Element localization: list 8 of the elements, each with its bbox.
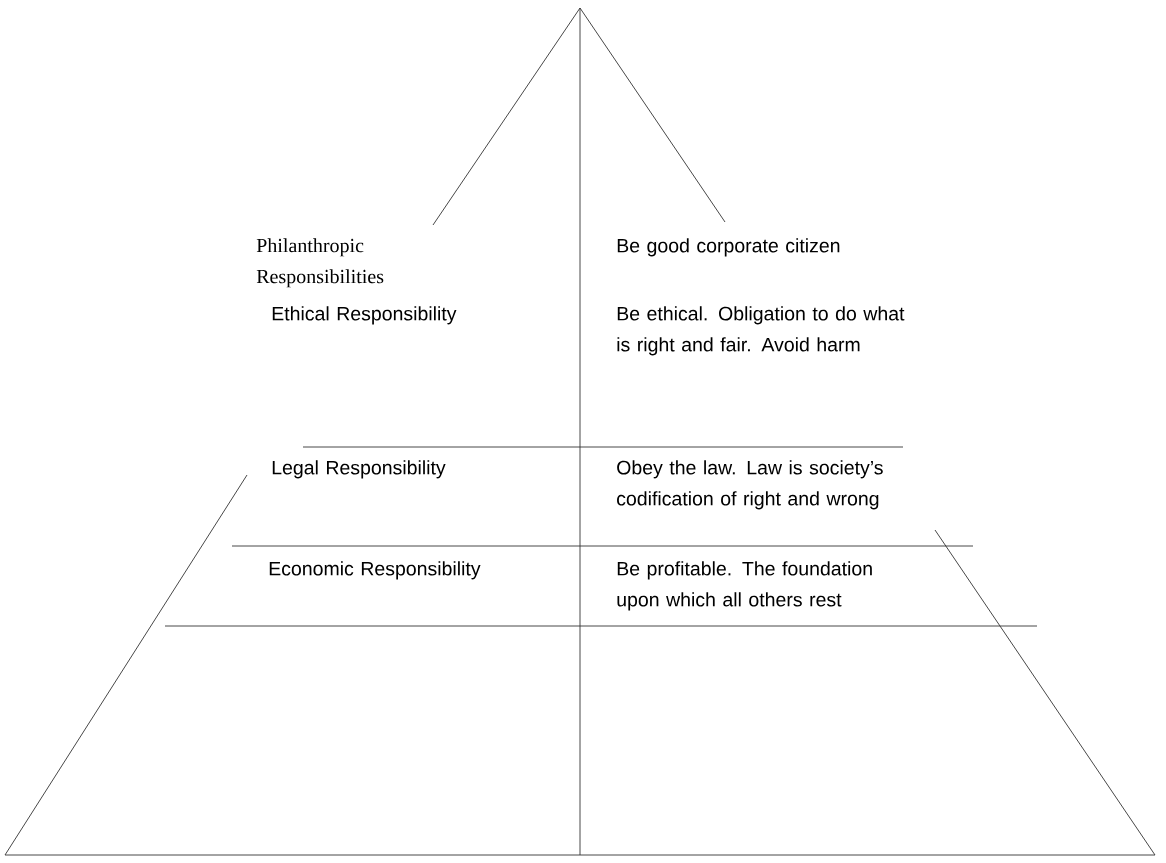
level-label: Philanthropic Responsibilities — [256, 238, 384, 288]
level-label: Economic Responsibility — [269, 561, 481, 580]
level-description: Be profitable. The foundation upon which all others rest — [617, 561, 872, 611]
level-label: Legal Responsibility — [272, 460, 446, 479]
level-description: Be ethical. Obligation to do what is right and fair. Avoid harm — [617, 306, 905, 356]
level-label: Ethical Responsibility — [272, 306, 457, 325]
level-description: Obey the law. Law is society’s codification of right and wrong — [617, 460, 883, 510]
level-description: Be good corporate citizen — [617, 238, 840, 257]
